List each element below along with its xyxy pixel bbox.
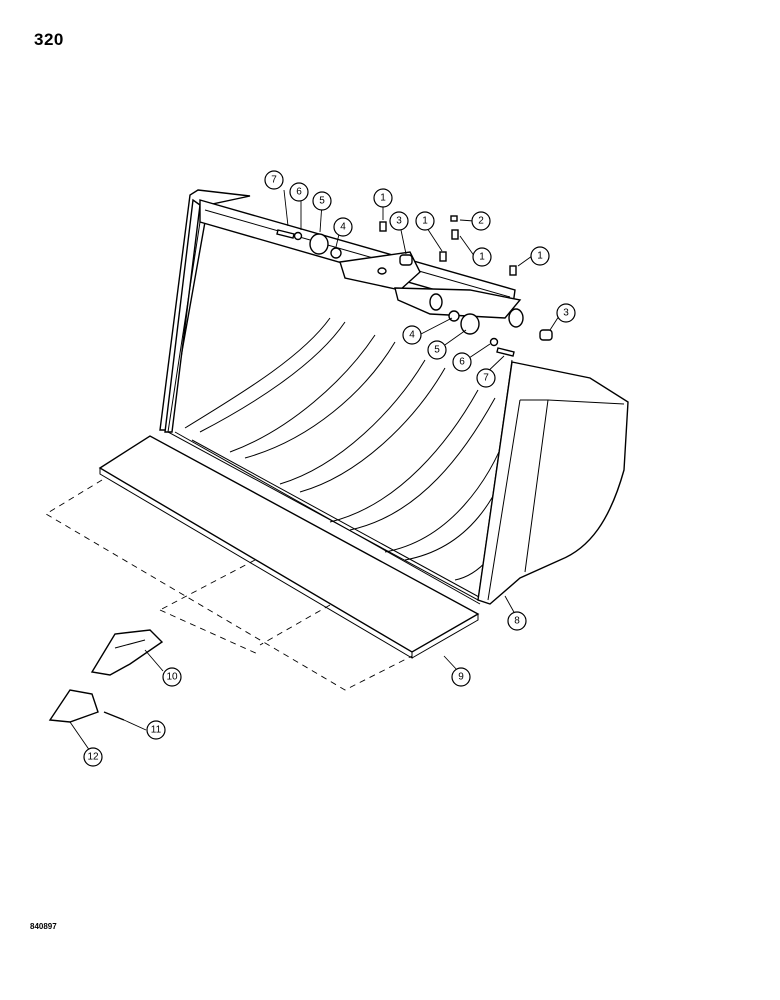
callout-label: 7	[271, 175, 277, 186]
tooth-adapter	[90, 629, 164, 676]
callout-label: 1	[422, 216, 428, 227]
callout-label: 3	[563, 308, 569, 319]
callout-9: 9	[451, 667, 471, 687]
callout-label: 9	[458, 672, 464, 683]
callout-label: 2	[478, 216, 484, 227]
hardware-parts	[276, 215, 553, 357]
callout-label: 4	[409, 330, 415, 341]
callout-label: 8	[514, 616, 520, 627]
callout-label: 1	[380, 193, 386, 204]
callout-label: 6	[459, 357, 465, 368]
callout-6: 6	[289, 182, 309, 202]
tooth	[48, 689, 99, 723]
callout-8: 8	[507, 611, 527, 631]
callout-4: 4	[402, 325, 422, 345]
tooth-pin	[103, 711, 125, 721]
bucket-body	[159, 189, 629, 605]
callout-label: 5	[434, 345, 440, 356]
callout-label: 10	[166, 672, 178, 683]
callout-5: 5	[427, 340, 447, 360]
callout-label: 12	[87, 752, 99, 763]
callout-2: 2	[471, 211, 491, 231]
alignment-lines	[45, 479, 413, 691]
callout-5: 5	[312, 191, 332, 211]
callout-3: 3	[556, 303, 576, 323]
callout-1: 1	[530, 246, 550, 266]
callout-3: 3	[389, 211, 409, 231]
callout-label: 3	[396, 216, 402, 227]
callout-1: 1	[472, 247, 492, 267]
callout-label: 5	[319, 196, 325, 207]
callout-label: 11	[151, 725, 162, 736]
callout-4: 4	[333, 217, 353, 237]
callout-10: 10	[162, 667, 182, 687]
callout-11: 11	[146, 720, 166, 740]
callout-label: 7	[483, 373, 489, 384]
cutting-edge	[98, 435, 480, 659]
drawing-code: 840897	[30, 922, 57, 931]
callout-1: 1	[373, 188, 393, 208]
callout-label: 1	[537, 251, 543, 262]
callout-7: 7	[476, 368, 496, 388]
callouts: 1 1 1 1 2 3 3 4 4 5 5 6 6 7 7 8 9 10 11 …	[83, 170, 576, 767]
callout-label: 4	[340, 222, 346, 233]
callout-7: 7	[264, 170, 284, 190]
callout-label: 6	[296, 187, 302, 198]
page-number: 320	[34, 30, 64, 49]
leader-lines	[69, 189, 560, 752]
callout-6: 6	[452, 352, 472, 372]
callout-12: 12	[83, 747, 103, 767]
callout-label: 1	[479, 252, 485, 263]
callout-1: 1	[415, 211, 435, 231]
